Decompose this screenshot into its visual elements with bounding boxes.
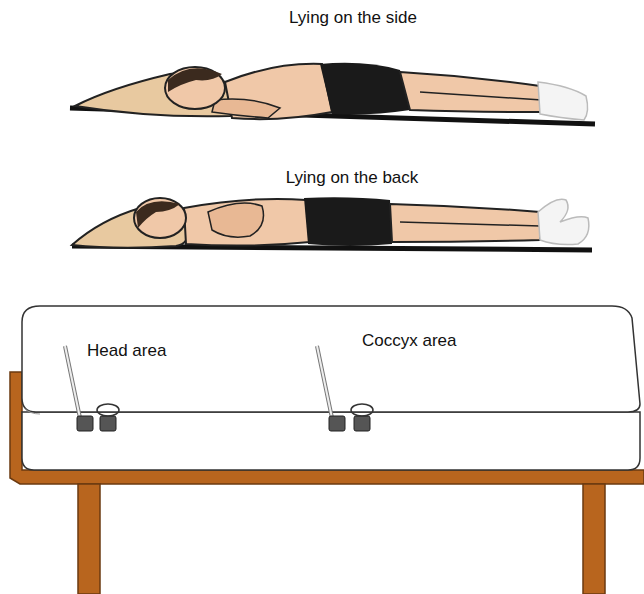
arm: [212, 99, 280, 118]
torso: [184, 199, 310, 246]
sensor-block: [77, 416, 93, 431]
legs: [400, 72, 544, 112]
head: [165, 67, 225, 109]
shorts: [304, 197, 392, 246]
folded-arms: [208, 203, 264, 237]
sensor-rod: [317, 346, 332, 418]
table-leg: [583, 484, 605, 594]
head: [134, 198, 186, 238]
sensor-ring: [351, 404, 373, 416]
mattress-front: [22, 412, 640, 470]
table-leg: [78, 484, 100, 594]
hair: [168, 68, 222, 92]
socks: [538, 82, 588, 120]
sensor-block: [100, 416, 116, 431]
area-label: Coccyx area: [362, 331, 456, 351]
figure-label: Lying on the back: [286, 168, 419, 188]
sensor-block: [329, 416, 345, 431]
leg-line: [420, 92, 542, 100]
shorts: [320, 63, 410, 115]
sensor-ring: [97, 404, 119, 416]
hair: [136, 201, 180, 228]
figure-label: Lying on the side: [289, 8, 417, 28]
sensor-rod: [65, 346, 80, 418]
side-lying-figure: [70, 63, 595, 124]
back-lying-figure: [72, 197, 592, 250]
leg-line: [400, 222, 540, 226]
mattress-edge: [24, 408, 40, 414]
coccyx-sensor: [317, 346, 373, 431]
sensor-rod-core: [65, 346, 80, 418]
sensor-block: [354, 416, 370, 431]
mattress-top: [22, 306, 640, 412]
area-label: Head area: [87, 341, 166, 361]
legs: [390, 204, 540, 242]
mattress: [22, 306, 640, 470]
socks: [538, 199, 589, 244]
sensor-rod-core: [317, 346, 332, 418]
